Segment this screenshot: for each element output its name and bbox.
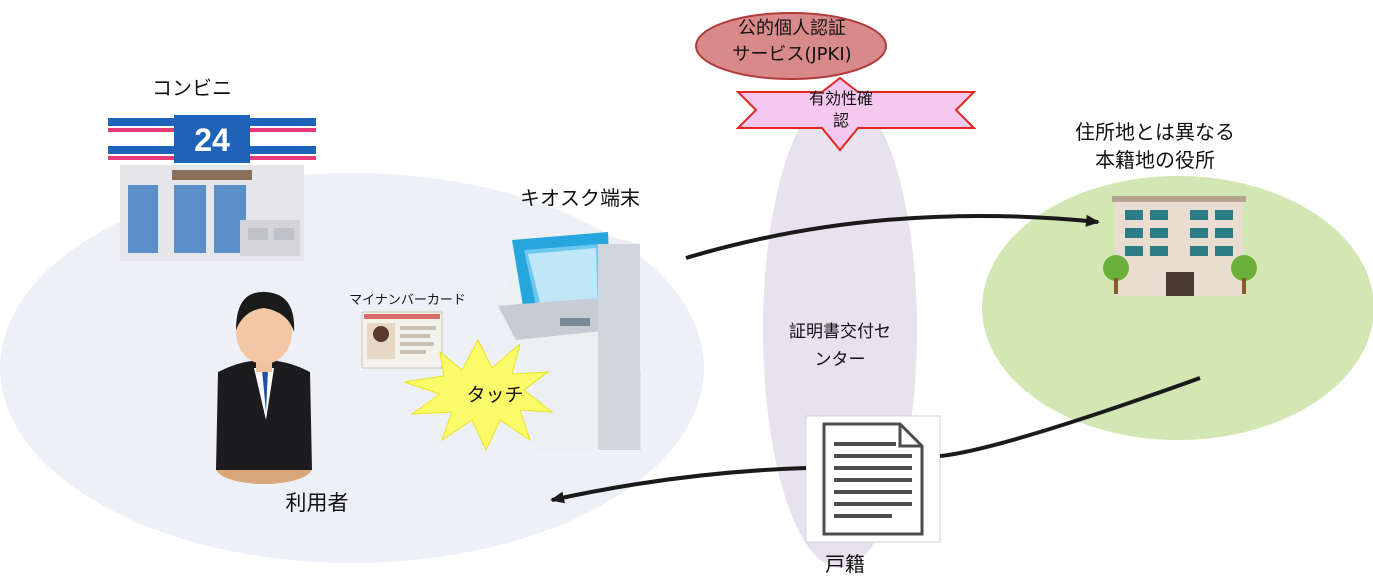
center-label-line1: 証明書交付セ (789, 322, 891, 342)
kiosk-terminal-label: キオスク端末 (520, 186, 640, 210)
validity-check-arrow (735, 76, 977, 152)
kiosk-terminal-icon (498, 232, 641, 450)
jpki-label-line2: サービス(JPKI) (732, 44, 852, 65)
convenience-store-icon: 24 (108, 113, 316, 261)
validity-label-line2: 認 (832, 111, 849, 130)
my-number-card-label: マイナンバーカード (349, 293, 466, 308)
validity-check-label: 有効性確 認 (805, 88, 877, 132)
office-label-line2: 本籍地の役所 (1095, 148, 1215, 172)
center-label-line2: ンター (814, 350, 866, 370)
jpki-ellipse (695, 12, 887, 80)
koseki-label: 戸籍 (825, 552, 865, 576)
jpki-label: 公的個人認証 サービス(JPKI) (712, 16, 872, 68)
request-arrow (685, 213, 1100, 260)
store-sign-number: 24 (194, 122, 230, 158)
convenience-store-label: コンビニ (152, 76, 232, 100)
user-label: 利用者 (285, 491, 349, 515)
person-icon (216, 291, 312, 484)
building-icon (1103, 196, 1257, 296)
my-number-card-icon (361, 311, 443, 369)
registry-office-label: 住所地とは異なる 本籍地の役所 (1055, 118, 1255, 174)
touch-label: タッチ (466, 384, 524, 406)
delivery-arrow (550, 466, 807, 504)
office-area-ellipse (982, 176, 1373, 440)
jpki-label-line1: 公的個人認証 (738, 18, 846, 39)
touch-burst-icon (403, 338, 554, 452)
issuance-center-label: 証明書交付セ ンター (765, 318, 915, 374)
office-label-line1: 住所地とは異なる (1075, 120, 1235, 144)
validity-label-line1: 有効性確 (808, 89, 873, 108)
issue-arrow (939, 376, 1201, 458)
document-icon (805, 415, 941, 543)
